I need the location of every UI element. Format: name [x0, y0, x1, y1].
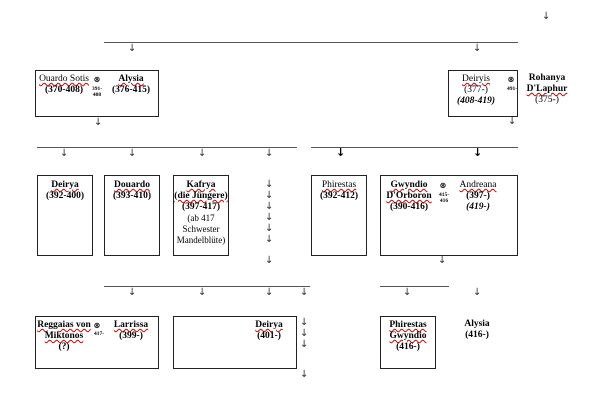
person-gwyndio: Gwyndio D'Orboron (390-416): [386, 180, 432, 212]
arrow-side: ↓: [300, 287, 309, 298]
connector-line-gen3-right: [380, 286, 449, 287]
arrow-phirestas-gwyndio: ↓: [403, 287, 412, 298]
arrow-side: ↓: [300, 339, 309, 350]
arrow-phirestas: ↓: [336, 146, 346, 159]
arrow-gwyndio-children: ↓: [438, 255, 447, 266]
marriage-dates: 415- 416: [438, 192, 450, 204]
marriage-symbol: ⊗: [439, 181, 447, 190]
arrow-deirya2: ↓: [265, 287, 274, 298]
arrow-deirya: ↓: [60, 148, 69, 159]
arrow-column: ↓: [265, 212, 274, 223]
person-andreana: Andreana (397-) (419-): [459, 180, 497, 212]
arrow-alysia2: ↓: [473, 287, 482, 298]
couple-box-reggaias-larrissa: Reggaias von Miktonos (?) ⊗ 417- Larriss…: [35, 316, 159, 369]
person-alysia: Alysia (376-415): [112, 74, 150, 95]
connector-line-gen2-left: [37, 147, 297, 148]
couple-box-ouardo-alysia: Ouardo Sotis (370-408) ⊗ 391- 408 Alysia…: [35, 70, 159, 117]
arrow-column: ↓: [265, 223, 274, 234]
arrow-side: ↓: [300, 317, 309, 328]
person-phirestas-gwyndio: Phirestas Gwyndio (416-): [389, 320, 427, 352]
marriage-symbol: ⊗: [93, 321, 101, 330]
arrow-side: ↓: [300, 369, 309, 380]
person-deirya: Deirya (392-400): [46, 180, 84, 201]
arrow-column: ↓: [265, 148, 274, 159]
connector-line-gen2-right: [311, 147, 518, 148]
connector-line-gen1: [104, 42, 518, 43]
couple-box-deiryis: Deiryis (377-) (408-419) ⊗ 491-: [448, 70, 518, 117]
marriage-dates: 491-: [506, 86, 518, 92]
arrow-column: ↓: [265, 190, 274, 201]
arrow-deiryis-children: ↓: [508, 116, 517, 127]
person-ouardo-sotis: Ouardo Sotis (370-408): [39, 74, 89, 95]
arrow-column: ↓: [265, 179, 274, 190]
arrow-column: ↓: [265, 255, 274, 266]
arrow-reggaias: ↓: [128, 287, 137, 298]
arrow-ouardo-children: ↓: [94, 117, 103, 128]
arrow-top-right: ↓: [542, 11, 551, 22]
person-phirestas: Phirestas (392-412): [320, 180, 358, 201]
arrow-gen1-right: ↓: [473, 43, 482, 54]
arrow-column: ↓: [265, 234, 274, 245]
person-alysia2: Alysia (416-): [464, 319, 490, 340]
person-box-phirestas-gwyndio: Phirestas Gwyndio (416-): [380, 316, 436, 369]
arrow-gen1-left: ↓: [128, 43, 137, 54]
arrow-side: ↓: [300, 328, 309, 339]
person-deiryis: Deiryis (377-) (408-419): [457, 74, 495, 106]
person-box-deirya2: Deirya (401-): [173, 316, 297, 369]
person-larrissa: Larrissa (399-): [113, 320, 149, 341]
person-box-douardo: Douardo (393-410): [104, 175, 160, 256]
arrow-column: ↓: [265, 201, 274, 212]
person-reggaias: Reggaias von Miktonos (?): [37, 320, 91, 352]
person-deirya2: Deirya (401-): [255, 320, 283, 341]
arrow-kafrya: ↓: [198, 148, 207, 159]
arrow-larrissa: ↓: [198, 287, 207, 298]
marriage-symbol: ⊗: [93, 75, 101, 84]
arrow-douardo: ↓: [128, 148, 137, 159]
arrow-gwyndio: ↓: [473, 146, 483, 159]
marriage-dates: 391- 408: [91, 86, 103, 98]
marriage-symbol: ⊗: [507, 75, 515, 84]
person-rohanya-dlaphur: Rohanya D'Laphur (375-): [526, 73, 568, 105]
person-box-phirestas: Phirestas (392-412): [311, 175, 367, 256]
marriage-dates: 417-: [93, 331, 105, 337]
person-douardo: Douardo (393-410): [113, 180, 151, 201]
person-box-deirya: Deirya (392-400): [37, 175, 93, 256]
person-kafrya: Kafrya (die Jüngere) (397-417) (ab 417 S…: [174, 180, 228, 245]
person-box-kafrya: Kafrya (die Jüngere) (397-417) (ab 417 S…: [173, 175, 229, 256]
couple-box-gwyndio-andreana: Gwyndio D'Orboron (390-416) ⊗ 415- 416 A…: [380, 175, 518, 256]
connector-line-gen3-left: [104, 286, 310, 287]
